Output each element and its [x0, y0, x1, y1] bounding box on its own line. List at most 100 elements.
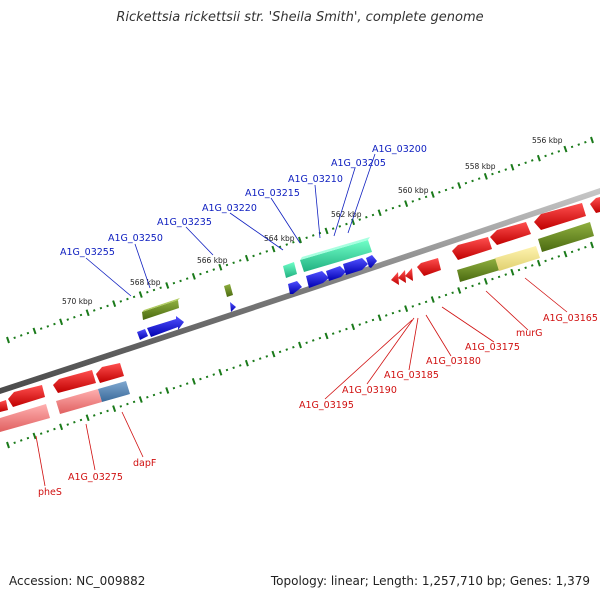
gene-red-a[interactable] [417, 258, 441, 276]
upper-ruler-tick [438, 190, 441, 194]
gene-olive-566[interactable] [224, 284, 233, 297]
gene-blue-arrow-4[interactable] [288, 281, 302, 294]
gene-label-A1G_03195[interactable]: A1G_03195 [299, 400, 354, 411]
gene-label-A1G_03185[interactable]: A1G_03185 [384, 370, 439, 381]
gene-red-left-3[interactable] [53, 370, 96, 393]
gene-label-A1G_03235[interactable]: A1G_03235 [157, 217, 212, 228]
upper-ruler-tick [305, 236, 308, 240]
lower-ruler-tick [305, 341, 308, 345]
gene-label-murG[interactable]: murG [516, 328, 543, 339]
lower-ruler-tick [477, 282, 481, 285]
gene-red-left-4[interactable] [96, 363, 124, 383]
gene-red-small-2[interactable] [398, 270, 406, 283]
gene-blue-arrow-3[interactable] [230, 302, 236, 312]
gene-blue-arrow-2[interactable] [147, 316, 184, 337]
upper-ruler-tick [66, 318, 70, 321]
lower-ruler-tick [324, 332, 329, 340]
gene-pink-left-2[interactable] [56, 389, 102, 414]
gene-red-left-1[interactable] [0, 400, 8, 412]
gene-label-A1G_03180[interactable]: A1G_03180 [426, 356, 481, 367]
gene-label-A1G_03220[interactable]: A1G_03220 [202, 203, 257, 214]
upper-ruler-tick [311, 234, 315, 237]
kbp-label-560: 560 kbp [398, 186, 429, 195]
upper-ruler-tick [563, 145, 568, 153]
lower-ruler-tick [584, 245, 587, 249]
gene-red-d[interactable] [534, 203, 586, 230]
lower-ruler-tick [185, 382, 189, 385]
gene-blue-arrow-1[interactable] [137, 329, 148, 340]
upper-ruler-tick [418, 197, 421, 201]
upper-ruler-tick [92, 309, 96, 312]
lower-ruler-tick [536, 259, 541, 267]
upper-ruler-tick [577, 143, 581, 146]
lower-ruler-tick [570, 250, 574, 254]
gene-teal-a[interactable] [283, 262, 297, 278]
gene-label-pheS[interactable]: pheS [38, 487, 62, 498]
gene-blue-arrow-8[interactable] [366, 255, 377, 268]
gene-teal-b[interactable] [300, 237, 372, 272]
lower-scale-ruler [6, 241, 594, 449]
gene-red-e[interactable] [590, 197, 600, 213]
gene-label-A1G_03205[interactable]: A1G_03205 [331, 158, 386, 169]
lower-ruler-tick [159, 391, 162, 395]
gene-olive-rev-a[interactable] [457, 258, 500, 282]
gene-olive-568[interactable] [142, 298, 180, 320]
lower-ruler-tick [244, 359, 249, 367]
lower-ruler-tick [311, 339, 315, 342]
lower-ruler-tick [398, 309, 401, 313]
lower-ruler-tick [232, 366, 235, 370]
gene-red-c[interactable] [490, 222, 531, 245]
upper-ruler-tick [444, 188, 448, 192]
lower-ruler-tick [32, 432, 37, 440]
accession-text: Accession: NC_009882 [9, 574, 146, 588]
lower-ruler-tick [371, 318, 375, 322]
lower-ruler-tick [544, 259, 547, 263]
gene-steel-left[interactable] [98, 381, 130, 402]
gene-pink-left-1[interactable] [0, 404, 50, 432]
upper-ruler-tick [126, 297, 129, 301]
gene-blue-arrow-6[interactable] [326, 266, 346, 281]
upper-ruler-tick [584, 140, 587, 144]
lower-ruler-tick [377, 314, 382, 322]
gene-label-A1G_03165[interactable]: A1G_03165 [543, 313, 598, 324]
gene-label-A1G_03175[interactable]: A1G_03175 [465, 342, 520, 353]
upper-ruler-tick [39, 327, 43, 330]
upper-ruler-tick [252, 254, 255, 258]
gene-label-A1G_03255[interactable]: A1G_03255 [60, 247, 115, 258]
lower-ruler-tick [13, 441, 16, 445]
upper-ruler-tick [324, 227, 329, 235]
gene-label-A1G_03200[interactable]: A1G_03200 [372, 144, 427, 155]
gene-red-small-3[interactable] [405, 268, 413, 281]
topology-text: Topology: linear; Length: 1,257,710 bp; … [270, 574, 590, 588]
map-title: Rickettsia rickettsii str. 'Sheila Smith… [116, 10, 484, 25]
gene-olive-rev-b[interactable] [538, 222, 594, 252]
gene-label-A1G_03190[interactable]: A1G_03190 [342, 385, 397, 396]
upper-ruler-tick [424, 195, 428, 199]
gene-label-A1G_03250[interactable]: A1G_03250 [108, 233, 163, 244]
lower-ruler-tick [73, 420, 76, 424]
gene-label-dapF[interactable]: dapF [133, 458, 156, 469]
lower-ruler-tick [172, 386, 176, 390]
gene-blue-arrow-5[interactable] [306, 271, 329, 288]
gene-blue-arrow-7[interactable] [343, 258, 368, 275]
lower-ruler-tick [404, 305, 409, 313]
lower-ruler-tick [577, 248, 581, 251]
upper-ruler-tick [265, 250, 269, 253]
lower-ruler-tick [205, 375, 209, 379]
lower-ruler-tick [99, 411, 103, 415]
lower-ruler-tick [199, 377, 202, 381]
gene-label-A1G_03210[interactable]: A1G_03210 [288, 174, 343, 185]
lower-ruler-tick [451, 291, 454, 295]
gene-yellow-rev[interactable] [495, 246, 540, 271]
gene-red-small-1[interactable] [391, 272, 399, 285]
gene-red-left-2[interactable] [8, 385, 45, 407]
top-label-leaders [85, 153, 376, 297]
gene-label-A1G_03275[interactable]: A1G_03275 [68, 472, 123, 483]
lower-ruler-tick [358, 323, 362, 326]
gene-red-b[interactable] [452, 237, 492, 260]
upper-ruler-tick [477, 177, 481, 180]
gene-label-A1G_03215[interactable]: A1G_03215 [245, 188, 300, 199]
upper-ruler-tick [99, 306, 103, 310]
bottom-gene-labels: A1G_03165 murG A1G_03175 A1G_03180 A1G_0… [38, 313, 598, 498]
lower-ruler-tick [424, 300, 428, 304]
